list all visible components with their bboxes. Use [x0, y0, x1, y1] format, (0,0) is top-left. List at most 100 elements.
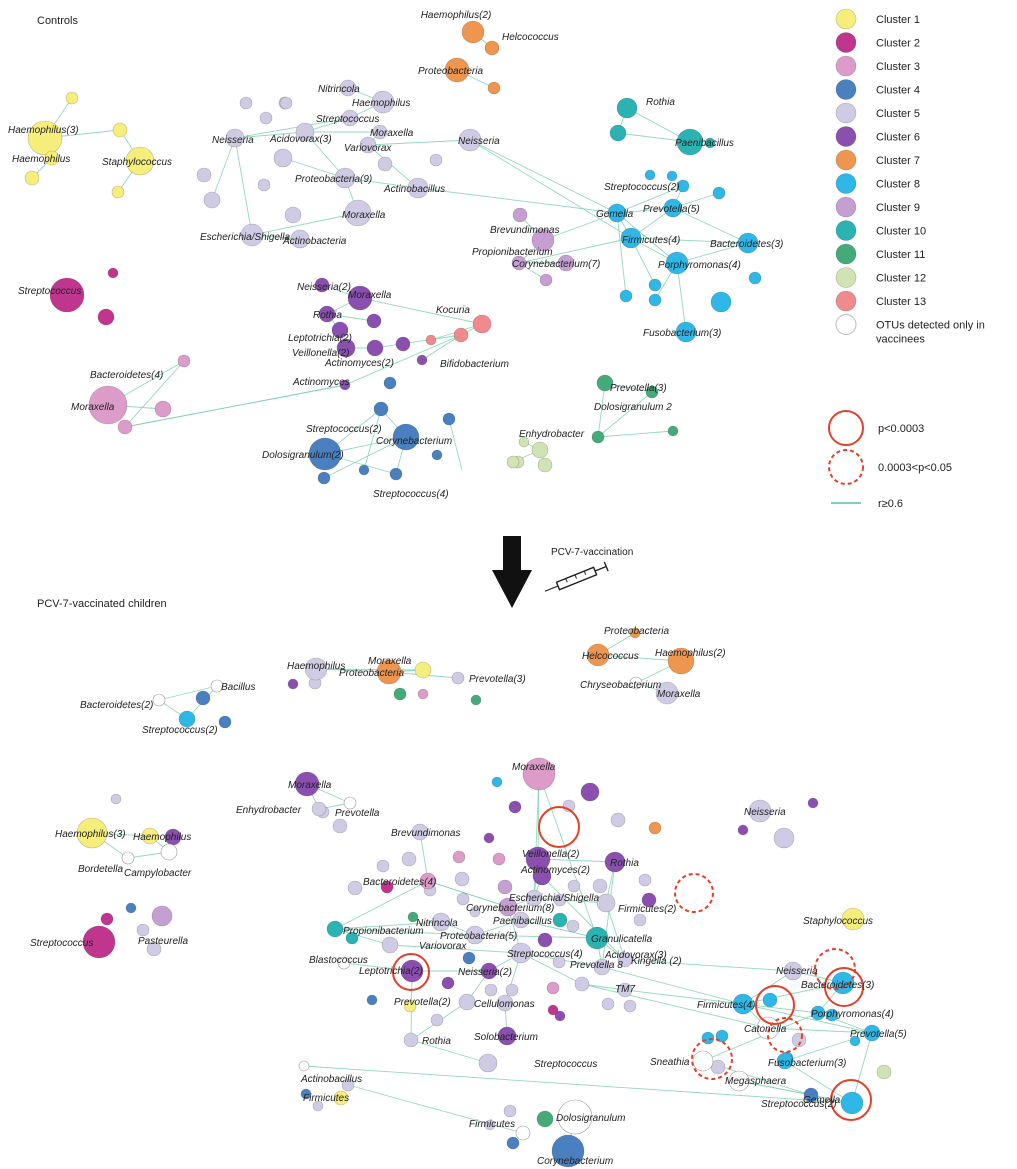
controls-edge-17 [676, 242, 749, 264]
controls-edge-71 [597, 382, 606, 438]
vaccinated-otu-node-extra [554, 1010, 566, 1022]
vaccinated-otu-node-extra [633, 913, 647, 927]
controls-node-label: Staphylococcus [102, 157, 172, 168]
controls-otu-node [107, 267, 119, 279]
vaccinated-otu-node [585, 926, 609, 950]
controls-node-label: Dolosigranulum(2) [262, 450, 344, 461]
controls-otu-node-extra [383, 376, 397, 390]
vaccinated-otu-node [480, 962, 498, 980]
controls-edge-19 [676, 262, 687, 333]
controls-otu-node-extra [704, 137, 716, 149]
controls-otu-node [395, 336, 411, 352]
legend-label-cluster-1: Cluster 1 [876, 14, 920, 26]
vaccinated-otu-node-extra [401, 851, 417, 867]
vaccinated-otu-node [178, 710, 196, 728]
vaccinated-node-label: Firmicutes [469, 1119, 515, 1130]
legend-swatch-cluster-11 [835, 243, 857, 265]
vaccinated-edge-66 [767, 1027, 873, 1034]
controls-edge-64 [421, 334, 462, 361]
controls-node-label: Firmicutes(4) [622, 235, 680, 246]
controls-node-label: Rothia [313, 310, 342, 321]
vaccinated-node-label: Enhydrobacter [236, 805, 302, 816]
controls-otu-node [416, 354, 428, 366]
vaccinated-edge-35 [520, 919, 598, 939]
vaccination-arrow [492, 536, 532, 608]
legend-swatch-cluster-13 [835, 290, 857, 312]
vaccinated-node-label: Acidovorax(3) [604, 950, 667, 961]
vaccinated-otu-node [617, 982, 633, 998]
vaccinated-otu-node-extra [506, 1136, 520, 1150]
controls-edge-18 [616, 212, 678, 264]
controls-otu-node [49, 277, 85, 313]
legend-label-cluster-5: Cluster 5 [876, 108, 920, 120]
controls-otu-node-extra [257, 178, 271, 192]
controls-otu-node [616, 97, 638, 119]
controls-otu-node [347, 285, 373, 311]
vaccinated-node-label: Actinobacillus [300, 1074, 362, 1085]
vaccinated-node-label: Nitrincola [416, 918, 458, 929]
controls-edge-44 [211, 137, 236, 201]
controls-edge-15 [630, 237, 749, 244]
vaccinated-node-label: Campylobacter [124, 868, 192, 879]
controls-otu-node [484, 40, 500, 56]
vaccinated-otu-node [783, 961, 803, 981]
controls-otu-node [371, 90, 395, 114]
vaccinated-node-label: Bordetella [78, 864, 123, 875]
legend-label-vaccinee-line1: OTUs detected only in [876, 320, 985, 332]
controls-otu-node [458, 128, 482, 152]
legend-label-weak: 0.0003<p<0.05 [878, 462, 952, 474]
controls-otu-node [366, 339, 384, 357]
vaccinated-otu-node-extra [366, 994, 378, 1006]
vaccinated-node-label: Prevotella [335, 808, 380, 819]
legend-label-cluster-11: Cluster 11 [876, 249, 925, 261]
vaccinated-otu-node [617, 952, 633, 968]
vaccinated-node-label: Bacteroidetes(4) [363, 877, 436, 888]
vaccinated-otu-node-extra [552, 955, 566, 969]
legend-swatch-vaccinee-only [835, 314, 857, 335]
controls-edge-34 [344, 177, 419, 189]
controls-otu-node [676, 128, 704, 156]
vaccinated-otu-node-extra [376, 859, 390, 873]
vaccinated-otu-node [841, 907, 865, 931]
vaccinated-otu-node-extra [470, 694, 482, 706]
legend-swatch-cluster-12 [835, 267, 857, 288]
vaccinated-otu-node-extra [469, 906, 481, 918]
vaccinated-otu-node [748, 799, 772, 823]
controls-otu-node [407, 177, 429, 199]
vaccinated-edge-54 [334, 928, 391, 946]
vaccinated-edge-4 [315, 668, 424, 671]
vaccinated-otu-node-extra [552, 912, 568, 928]
legend-label-cluster-8: Cluster 8 [876, 179, 920, 191]
legend-label-cluster-12: Cluster 12 [876, 273, 926, 285]
controls-otu-node [318, 305, 336, 323]
controls-node-label: Moraxella [370, 128, 414, 139]
controls-otu-node [366, 313, 382, 329]
controls-node-label: Streptococcus(2) [604, 182, 680, 193]
controls-edge-81 [448, 418, 463, 471]
controls-otu-node [444, 57, 470, 83]
strong-significance-ring [830, 1079, 872, 1121]
controls-node-label: Actinomyces(2) [324, 358, 394, 369]
vaccinated-otu-node [629, 627, 641, 639]
vaccinated-otu-node-extra [195, 690, 211, 706]
controls-otu-node [125, 146, 155, 176]
vaccinated-otu-node-extra [403, 999, 417, 1013]
legend-swatch-cluster-6 [835, 126, 857, 147]
nodes-layer [24, 20, 892, 1168]
vaccinated-otu-node [732, 993, 754, 1015]
vaccinated-otu-node [512, 911, 530, 929]
vaccinated-edge-72 [702, 1012, 819, 1062]
controls-otu-node [645, 385, 659, 399]
vaccinated-node-label: Streptococcus [30, 938, 93, 949]
legend-label-vaccinee-line2: vaccinees [876, 334, 925, 346]
vaccinated-node-label: Streptococcus(2) [142, 725, 218, 736]
controls-otu-node-extra [429, 153, 443, 167]
vaccinated-otu-node [667, 647, 695, 675]
vaccinated-otu-node [496, 994, 514, 1012]
controls-edge-66 [124, 360, 185, 428]
vaccinated-otu-node-extra [601, 997, 615, 1011]
controls-node-label: Propionibacterium [472, 247, 553, 258]
vaccinated-otu-node-extra [345, 931, 359, 945]
vaccinated-otu-node [478, 1053, 498, 1073]
